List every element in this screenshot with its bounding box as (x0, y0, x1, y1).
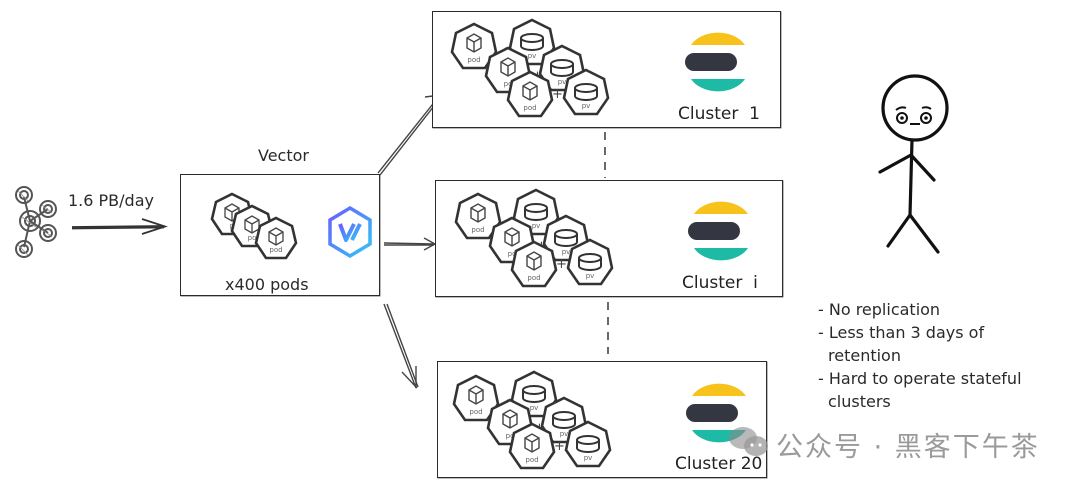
note-item-continued: clusters (828, 392, 891, 411)
cluster-20-label: Cluster 20 (675, 454, 763, 474)
svg-text:po: po (504, 80, 513, 88)
pv-icon: pv (510, 370, 558, 418)
wechat-icon (729, 427, 768, 456)
svg-text:pv: pv (558, 78, 567, 86)
arrow-to-vector (71, 218, 168, 235)
note-item: - No replication (818, 300, 941, 319)
svg-text:pod: pod (527, 274, 540, 282)
svg-text:pv: pv (582, 102, 591, 110)
svg-text:+: + (556, 257, 567, 272)
elastic-logo-icon (688, 201, 748, 261)
pod-icon: pod (510, 240, 558, 288)
svg-text:pv: pv (528, 52, 537, 60)
cluster-20-pods: pod pv + po pv + pod pv + (452, 370, 612, 470)
svg-text:+: + (554, 439, 565, 454)
pod-icon: pod (508, 422, 556, 470)
dashed-connector-2 (607, 302, 609, 354)
pv-icon: pv (540, 396, 588, 444)
arrow-to-cluster-i (383, 237, 437, 251)
svg-text:pv: pv (530, 404, 539, 412)
pod-icon: po (488, 216, 536, 264)
cluster-i-pods: pod pv + po pv + pod pv + (454, 188, 614, 288)
cluster-1-label: Cluster 1 (678, 104, 760, 124)
svg-text:pod: pod (467, 56, 480, 64)
svg-text:pv: pv (560, 430, 569, 438)
pv-icon: pv (562, 68, 610, 116)
cluster-1-pods: pod pv + po pv + pod pv + (450, 18, 610, 118)
pv-icon: pv (564, 420, 612, 468)
pods-count-label: x400 pods (225, 275, 309, 294)
note-item: - Hard to operate stateful (818, 369, 1022, 388)
svg-text:po: po (506, 432, 515, 440)
watermark-text: 公众号 · 黑客下午茶 (776, 432, 1040, 463)
pod-icon: po (484, 46, 532, 94)
svg-text:pv: pv (586, 272, 595, 280)
svg-text:pod: pod (525, 456, 538, 464)
note-item-continued: retention (828, 346, 901, 365)
note-item: - Less than 3 days of (818, 323, 985, 342)
pv-icon: pv (538, 44, 586, 92)
arrow-to-cluster-20 (383, 303, 419, 389)
vector-title: Vector (258, 146, 309, 165)
svg-text:pv: pv (532, 222, 541, 230)
stick-figure-icon (878, 74, 949, 254)
svg-text:pod: pod (523, 104, 536, 112)
cluster-i-label: Cluster i (682, 273, 758, 293)
notes-list: - No replication - Less than 3 days of r… (818, 298, 1022, 413)
pv-icon: pv (566, 238, 614, 286)
pod-icon: pod (452, 374, 500, 422)
kafka-icon (15, 186, 57, 258)
pv-icon: pv (542, 214, 590, 262)
dashed-connector-1 (604, 132, 606, 178)
vector-logo-icon (328, 205, 372, 259)
throughput-label: 1.6 PB/day (68, 191, 154, 210)
pv-icon: pv (512, 188, 560, 236)
vector-pods: p po pod (210, 192, 298, 260)
svg-text:pod: pod (471, 226, 484, 234)
svg-text:po: po (508, 250, 517, 258)
pod-icon: pod (454, 192, 502, 240)
pod-icon: po (230, 204, 274, 248)
svg-text:pv: pv (562, 248, 571, 256)
pod-icon: po (486, 398, 534, 446)
pod-icon: pod (254, 216, 298, 260)
svg-text:pv: pv (584, 454, 593, 462)
pv-icon: pv (508, 18, 556, 66)
svg-text:pod: pod (269, 246, 282, 254)
pod-icon: pod (506, 70, 554, 118)
svg-text:+: + (552, 87, 563, 102)
svg-text:po: po (248, 234, 257, 242)
svg-text:pod: pod (469, 408, 482, 416)
pod-icon: pod (450, 22, 498, 70)
elastic-logo-icon (685, 32, 745, 92)
